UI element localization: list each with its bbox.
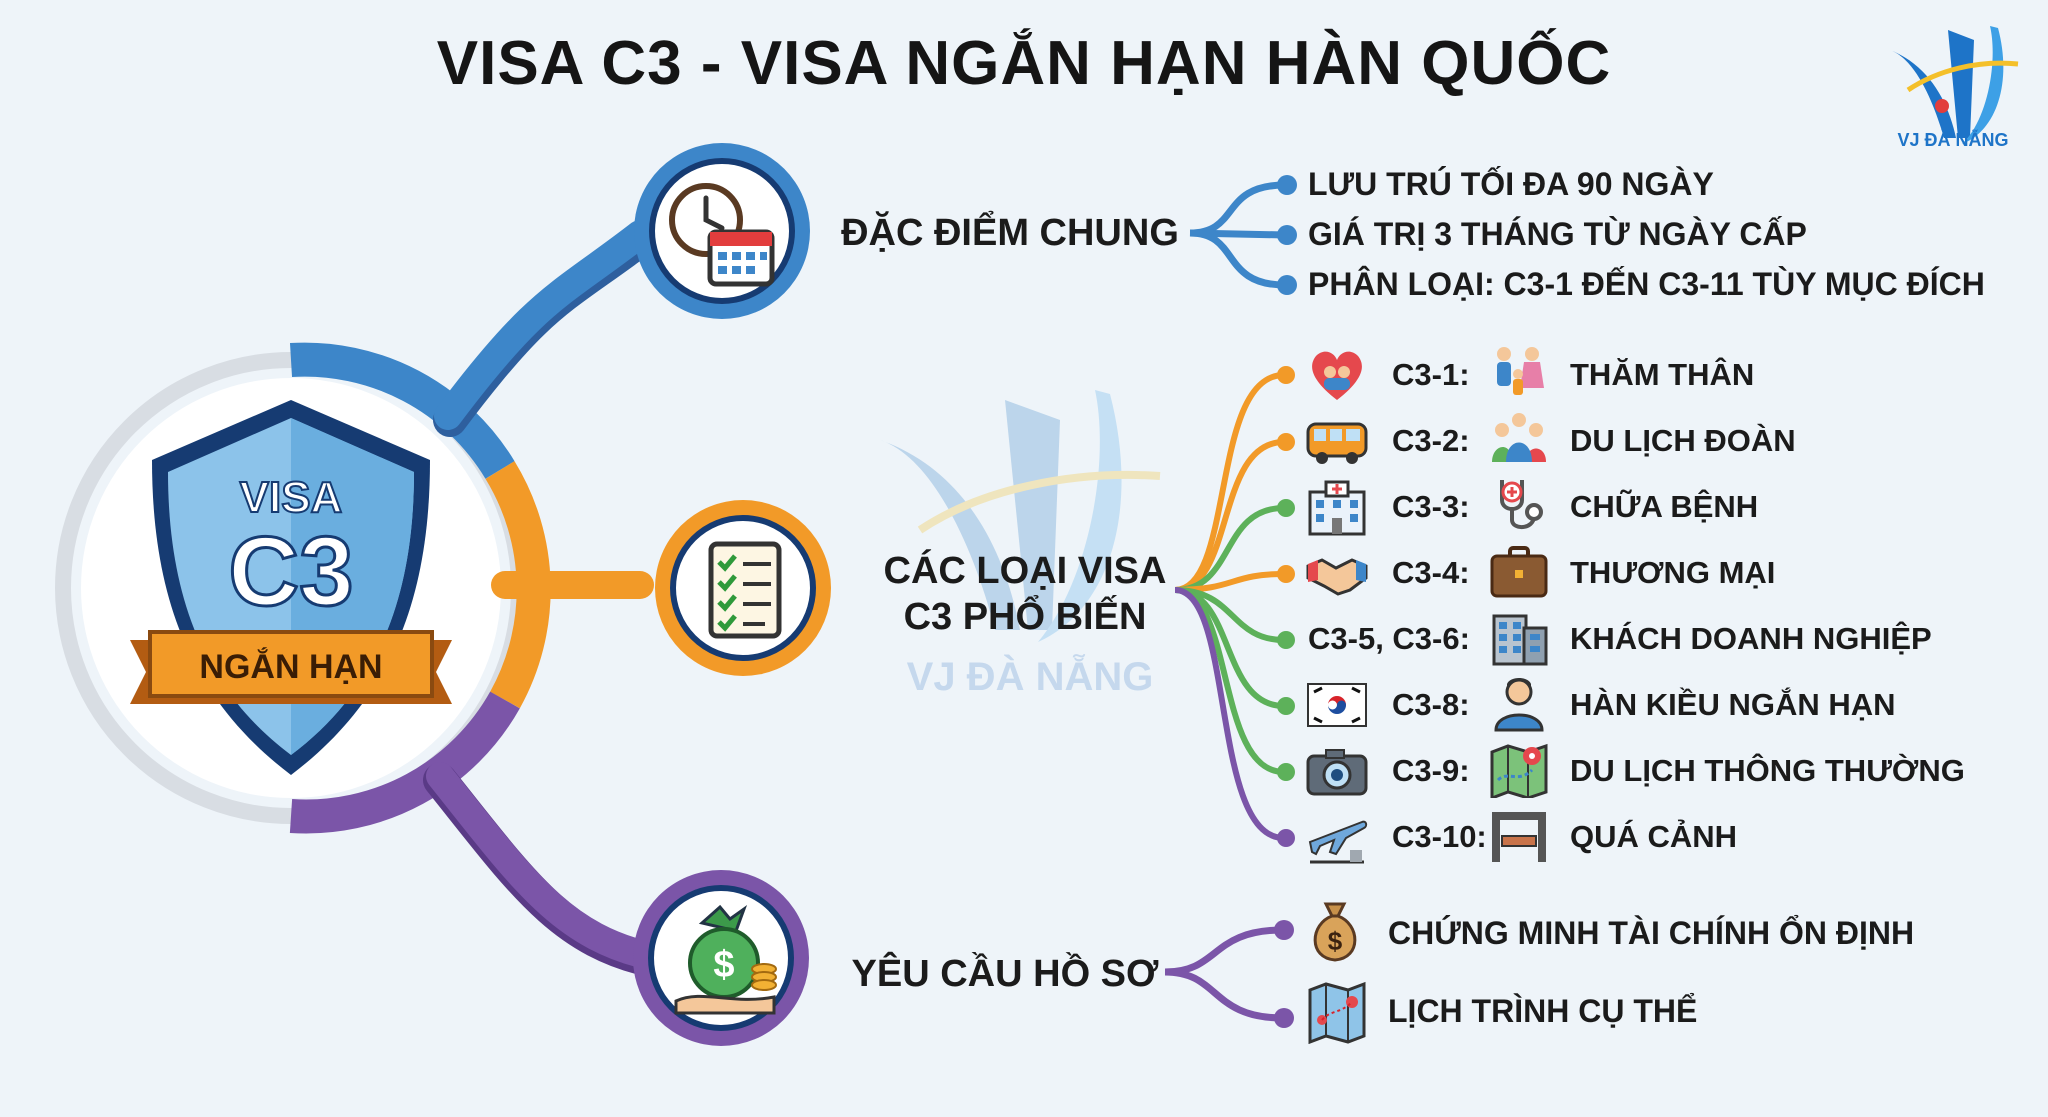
- general-item: PHÂN LOẠI: C3-1 ĐẾN C3-11 TÙY MỤC ĐÍCH: [1308, 266, 1985, 302]
- type-name: HÀN KIỀU NGẮN HẠN: [1570, 687, 1896, 722]
- dots-general: [1277, 175, 1297, 295]
- checklist-icon: [708, 541, 782, 639]
- map-pin-icon: [1490, 743, 1548, 798]
- type-code: C3-5, C3-6:: [1308, 621, 1470, 656]
- badge-ribbon-text: NGẮN HẠN: [199, 648, 382, 686]
- type-name: DU LỊCH THÔNG THƯỜNG: [1570, 753, 1965, 788]
- watermark-logo-icon: [880, 390, 1161, 642]
- type-code: C3-9:: [1392, 753, 1470, 788]
- group-icon: [1492, 413, 1546, 462]
- type-name: THĂM THÂN: [1570, 357, 1755, 392]
- document-item: LỊCH TRÌNH CỤ THỂ: [1388, 993, 1698, 1029]
- logo-text: VJ ĐÀ NẴNG: [1897, 130, 2009, 150]
- type-name: KHÁCH DOANH NGHIỆP: [1570, 621, 1932, 656]
- branches-docs: [1164, 926, 1284, 1022]
- branch-purple: [426, 762, 664, 970]
- office-building-icon: [1492, 614, 1548, 666]
- types-title-line1: CÁC LOẠI VISA: [883, 550, 1167, 592]
- branch-blue: [434, 220, 654, 430]
- badge-top-text: VISA: [240, 473, 343, 522]
- handshake-icon: [1306, 558, 1368, 596]
- clock-calendar-icon: [669, 183, 775, 287]
- type-code: C3-4:: [1392, 555, 1470, 590]
- general-item: GIÁ TRỊ 3 THÁNG TỪ NGÀY CẤP: [1308, 216, 1807, 252]
- briefcase-icon: [1490, 546, 1548, 598]
- dots-types: [1277, 366, 1295, 847]
- bus-icon: [1306, 422, 1368, 464]
- type-name: QUÁ CẢNH: [1570, 819, 1738, 854]
- type-code: C3-2:: [1392, 423, 1470, 458]
- dots-docs: [1274, 920, 1294, 1028]
- page-title: VISA C3 - VISA NGẮN HẠN HÀN QUỐC: [436, 29, 1612, 98]
- document-item: CHỨNG MINH TÀI CHÍNH ỔN ĐỊNH: [1388, 915, 1915, 951]
- hospital-icon: [1308, 480, 1366, 536]
- documents-title: YÊU CẦU HỒ SƠ: [851, 953, 1159, 995]
- branches-general: [1189, 181, 1286, 289]
- svg-text:$: $: [713, 944, 734, 986]
- family-heart-icon: [1312, 351, 1362, 400]
- badge-big-text: C3: [228, 516, 353, 626]
- general-title: ĐẶC ĐIỂM CHUNG: [841, 212, 1179, 254]
- airplane-icon: [1308, 820, 1368, 864]
- type-code: C3-8:: [1392, 687, 1470, 722]
- type-name: DU LỊCH ĐOÀN: [1570, 423, 1796, 458]
- type-code: C3-1:: [1392, 357, 1470, 392]
- money-bag-icon: $: [1313, 902, 1357, 962]
- type-code: C3-10:: [1392, 819, 1487, 854]
- transit-gate-icon: [1492, 812, 1546, 862]
- family-icon: [1497, 347, 1544, 395]
- korea-flag-icon: [1307, 683, 1367, 727]
- type-code: C3-3:: [1392, 489, 1470, 524]
- ring-arc-blue: [289, 342, 515, 479]
- type-name: CHỮA BỆNH: [1570, 489, 1759, 524]
- general-item: LƯU TRÚ TỐI ĐA 90 NGÀY: [1308, 166, 1714, 202]
- person-icon: [1494, 678, 1544, 732]
- folded-map-icon: [1308, 981, 1366, 1044]
- branches-types: [1174, 372, 1285, 841]
- ring-arc-purple: [289, 691, 520, 834]
- types-title-line2: C3 PHỔ BIẾN: [903, 596, 1147, 638]
- camera-icon: [1306, 749, 1368, 796]
- money-bag-hand-icon: $: [674, 904, 777, 1015]
- svg-text:$: $: [1328, 926, 1343, 956]
- watermark-text: VJ ĐÀ NẴNG: [906, 655, 1154, 699]
- visa-shield: [130, 400, 452, 775]
- type-name: THƯƠNG MẠI: [1570, 555, 1776, 590]
- vj-logo-icon: [1890, 26, 2019, 144]
- stethoscope-icon: [1500, 480, 1543, 529]
